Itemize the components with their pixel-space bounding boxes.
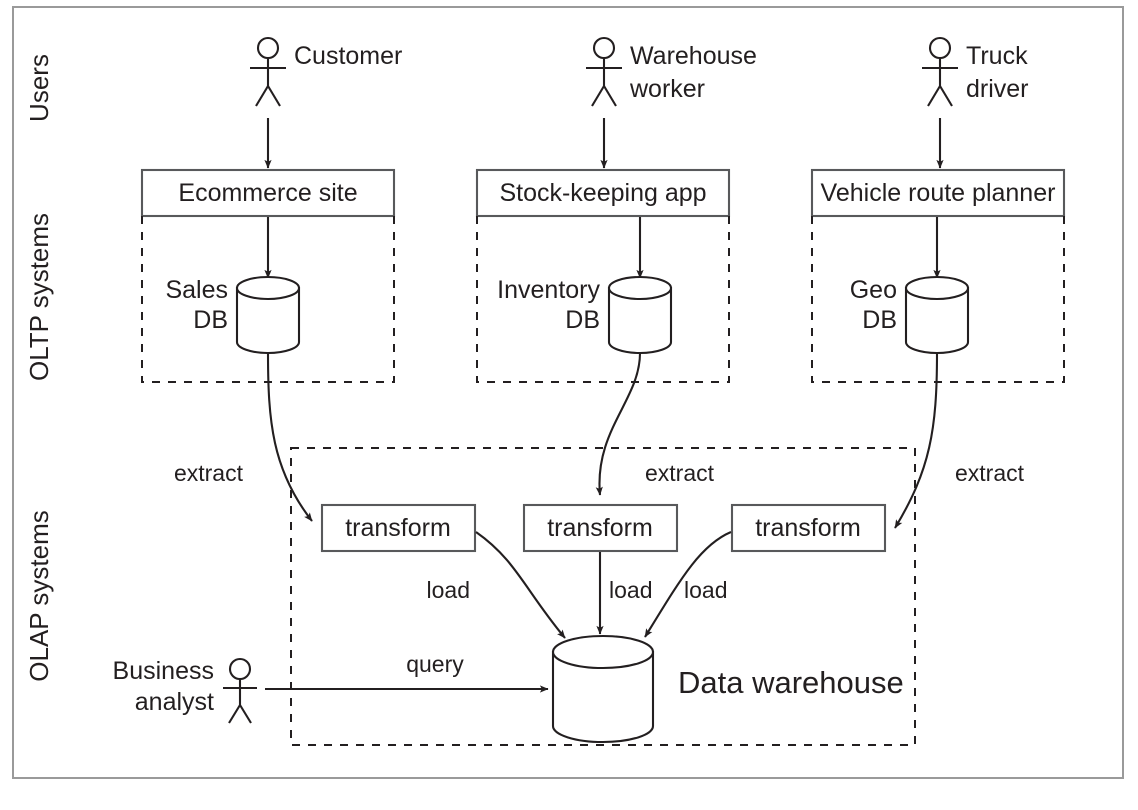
actor-truck-driver [922, 36, 958, 107]
actor-label-warehouse-worker-line1: Warehouse [630, 42, 757, 70]
actor-warehouse-worker [586, 36, 622, 107]
db-label-inventory-line1: Inventory [497, 276, 600, 304]
edge-extract-3 [894, 352, 939, 529]
box-label-vehicle-route-planner: Vehicle route planner [821, 179, 1056, 207]
edge-label-load-1: load [427, 577, 470, 603]
actor-label-truck-driver-line2: driver [966, 75, 1029, 103]
actor-label-customer: Customer [294, 42, 402, 70]
box-label-transform-1: transform [345, 514, 451, 542]
box-label-transform-3-rect[interactable] [730, 503, 887, 553]
box-label-stock-keeping-app: Stock-keeping app [499, 179, 706, 207]
edge-label-extract-1: extract [174, 460, 244, 486]
oltp-boundary-2 [476, 216, 730, 383]
actor-business-analyst [223, 657, 257, 724]
olap-boundary [290, 447, 916, 746]
edge-label-extract-2: extract [645, 460, 715, 486]
db-geo[interactable] [904, 275, 970, 355]
box-vehicle-route-planner[interactable] [810, 168, 1066, 218]
db-label-sales-line2: DB [193, 306, 228, 334]
actor-label-business-analyst-line1: Business [113, 657, 214, 685]
edge-label-load-2: load [609, 577, 652, 603]
box-stock-keeping-app[interactable] [475, 168, 731, 218]
db-inventory[interactable] [607, 275, 673, 355]
edge-extract-2 [595, 352, 642, 496]
actor-label-warehouse-worker-line2: worker [629, 75, 705, 103]
lane-label-users: Users [24, 54, 54, 122]
edge-load-1 [475, 531, 566, 639]
db-label-geo-line1: Geo [850, 276, 897, 304]
actor-customer [250, 36, 286, 107]
db-label-sales-line1: Sales [165, 276, 228, 304]
box-transform-1[interactable] [320, 503, 477, 553]
actor-label-business-analyst-line2: analyst [135, 688, 214, 716]
box-label-transform-2: transform [547, 514, 653, 542]
figure-frame [12, 6, 1124, 779]
actor-label-truck-driver-line1: Truck [966, 42, 1028, 70]
lane-label-oltp: OLTP systems [24, 213, 54, 381]
edge-label-query: query [406, 651, 464, 677]
edge-label-extract-3: extract [955, 460, 1025, 486]
box-label-ecommerce-site: Ecommerce site [178, 179, 357, 207]
edge-extract-1 [266, 352, 313, 522]
box-ecommerce-site[interactable] [140, 168, 396, 218]
oltp-boundary-3 [811, 216, 1065, 383]
box-transform-2[interactable] [522, 503, 679, 553]
db-data-warehouse[interactable] [551, 634, 655, 744]
edge-label-load-3: load [684, 577, 727, 603]
lane-label-olap: OLAP systems [24, 510, 54, 681]
db-sales[interactable] [235, 275, 301, 355]
db-label-inventory-line2: DB [565, 306, 600, 334]
db-label-geo-line2: DB [862, 306, 897, 334]
label-data-warehouse: Data warehouse [678, 665, 904, 700]
box-label-transform-3: transform [755, 514, 861, 542]
edge-load-3 [644, 531, 732, 638]
